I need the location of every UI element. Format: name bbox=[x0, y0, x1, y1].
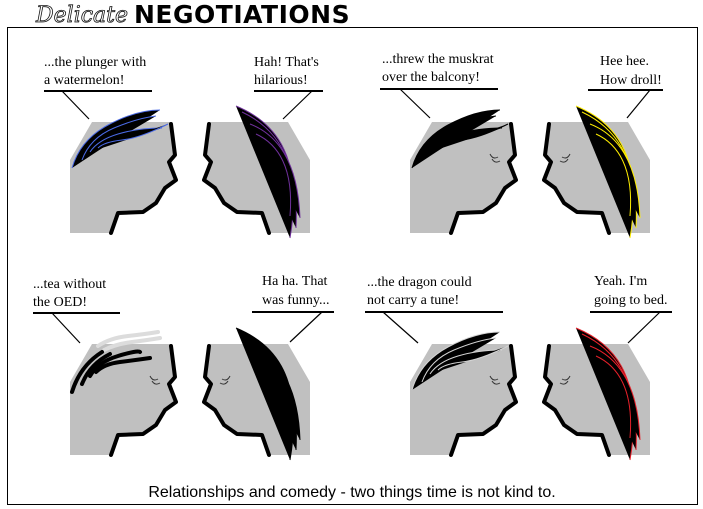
hair bbox=[70, 349, 152, 394]
comic-frame bbox=[7, 27, 698, 505]
title-main: NEGOTIATIONS bbox=[134, 0, 350, 29]
panel-4: Hee hee.How droll! bbox=[542, 54, 663, 239]
hair-light bbox=[96, 330, 162, 352]
title-script: Delicate bbox=[35, 3, 128, 28]
comic-title: Delicate NEGOTIATIONS bbox=[35, 0, 350, 29]
head-right bbox=[542, 327, 652, 461]
head-left bbox=[408, 331, 518, 457]
head-right bbox=[542, 105, 652, 239]
head-right bbox=[202, 105, 312, 239]
caption: Relationships and comedy - two things ti… bbox=[148, 484, 555, 501]
head-right bbox=[202, 327, 312, 461]
head-left bbox=[408, 109, 518, 235]
head-left bbox=[68, 330, 178, 457]
speech-bubble-4: Hee hee.How droll! bbox=[600, 54, 662, 88]
head-left bbox=[68, 109, 178, 235]
